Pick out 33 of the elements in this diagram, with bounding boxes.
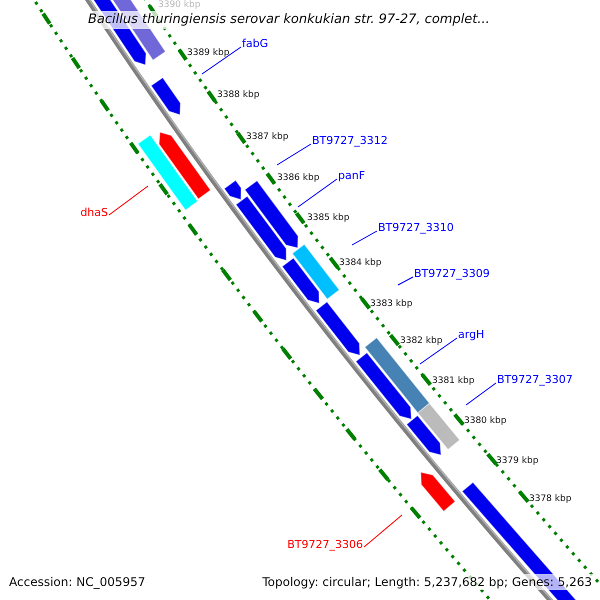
scale-label: 3378 kbp bbox=[529, 494, 572, 505]
scale-label: 3389 kbp bbox=[187, 48, 230, 59]
scale-label: 3381 kbp bbox=[432, 376, 474, 387]
leader-line bbox=[108, 186, 148, 216]
gene-label: BT9727_3310 bbox=[378, 221, 454, 235]
scale-label: 3382 kbp bbox=[400, 336, 442, 347]
scale-label: 3386 kbp bbox=[277, 173, 320, 184]
leader-line bbox=[420, 338, 458, 364]
scale-label: 3380 kbp bbox=[464, 416, 506, 427]
gene-label: fabG bbox=[242, 37, 268, 51]
leader-line bbox=[276, 144, 312, 166]
gene-label: dhaS bbox=[80, 206, 108, 220]
gene-label: BT9727_3312 bbox=[312, 134, 388, 148]
accession-text: Accession: NC_005957 bbox=[9, 574, 146, 590]
scale-label: 3387 kbp bbox=[246, 132, 288, 143]
genome-info-text: Topology: circular; Length: 5,237,682 bp; Genes: 5,263 bbox=[260, 574, 594, 590]
leader-line bbox=[298, 178, 338, 208]
leader-line bbox=[352, 230, 378, 246]
scale-label: 3390 kbp bbox=[158, 0, 200, 11]
gene-label: BT9727_3309 bbox=[414, 267, 490, 281]
scale-label: 3379 kbp bbox=[496, 456, 538, 467]
leader-line bbox=[466, 382, 496, 406]
leader-line bbox=[202, 46, 242, 74]
scale-label: 3388 kbp bbox=[217, 90, 260, 101]
gene-label: BT9727_3307 bbox=[497, 373, 573, 387]
scale-label: 3384 kbp bbox=[339, 258, 382, 269]
scale-label: 3383 kbp bbox=[370, 299, 412, 310]
gene-label: argH bbox=[458, 328, 484, 342]
gene-label: BT9727_3306 bbox=[287, 538, 363, 552]
leader-line bbox=[364, 514, 402, 548]
leader-line bbox=[398, 276, 414, 286]
gene-label: panF bbox=[338, 169, 366, 183]
scale-label: 3385 kbp bbox=[307, 213, 350, 224]
